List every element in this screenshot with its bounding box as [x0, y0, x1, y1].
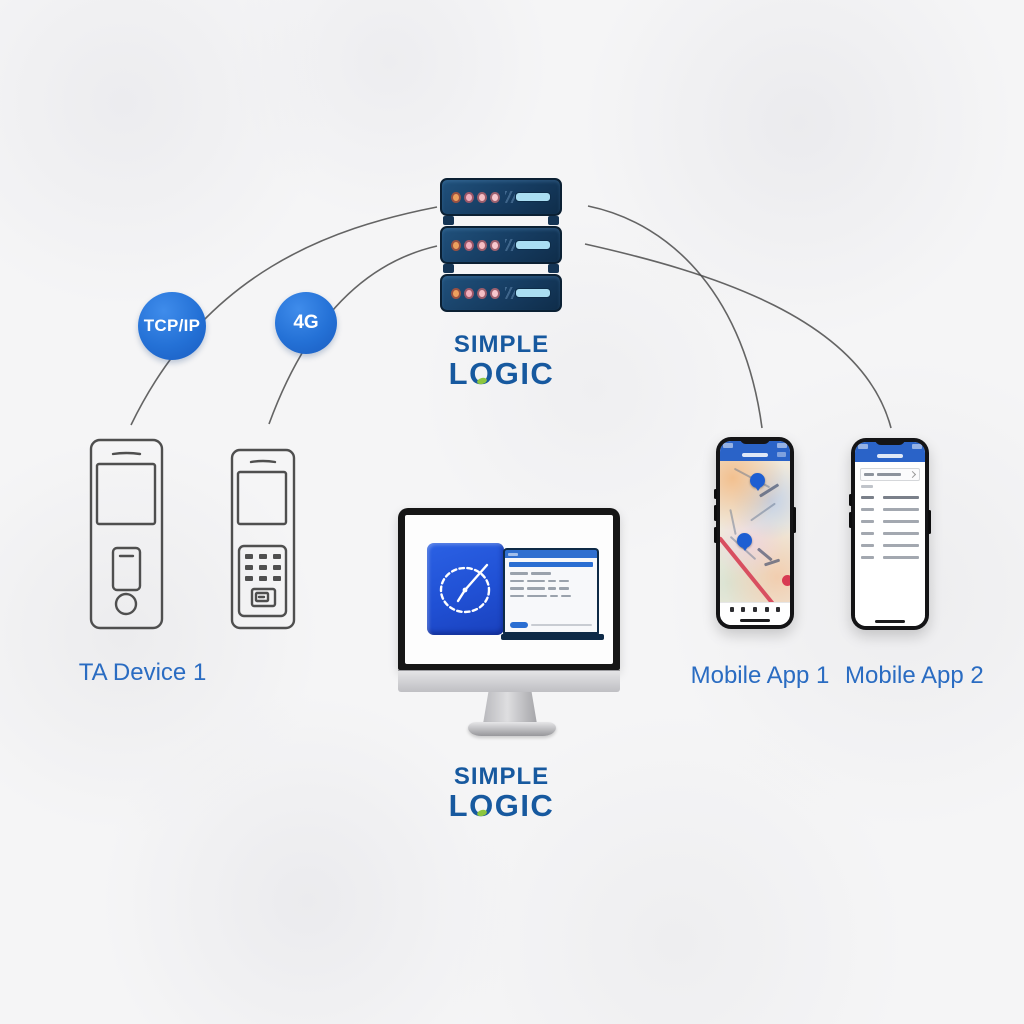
toolbar-icon: [752, 606, 757, 612]
tcpip-bubble: TCP/IP: [138, 292, 206, 360]
phone-side-button: [928, 510, 931, 534]
ta-terminal-keypad-icon: [230, 448, 296, 630]
server-led: [451, 191, 461, 203]
phone-notch: [875, 438, 905, 445]
toolbar-icon: [729, 606, 734, 612]
phone-side-button: [793, 507, 796, 533]
record-date-text: [861, 485, 873, 488]
mobile-app-1-label: Mobile App 1: [690, 662, 830, 689]
map-pin-icon: [750, 473, 765, 488]
phone1-app-header: [720, 441, 790, 461]
mobile-app-2-label: Mobile App 2: [845, 662, 984, 689]
toolbar-icon: [741, 606, 746, 612]
tcpip-label: TCP/IP: [143, 316, 201, 335]
desktop-monitor: [398, 508, 620, 670]
window-body: [505, 558, 597, 632]
phone1-screen: [720, 441, 790, 625]
simple-logic-logo: SIMPLE LOGIC: [439, 763, 564, 823]
server-stack: [440, 178, 562, 312]
phone2-app-title: [877, 454, 903, 458]
phone-side-button: [714, 527, 717, 543]
server-drive-bar: [515, 240, 551, 250]
monitor-screen: [405, 515, 613, 664]
home-indicator: [855, 616, 925, 626]
record-row: [861, 556, 919, 559]
connection-line-mobile2: [584, 243, 892, 429]
phone1-toolbar: [720, 602, 790, 615]
phone2-app-header: [855, 442, 925, 462]
monitor-chin: [398, 670, 620, 692]
4g-label: 4G: [293, 312, 319, 333]
monitor-stand-base: [468, 722, 556, 736]
server-vent-marks: [504, 191, 516, 203]
phone-notch: [740, 437, 770, 444]
record-table-header: [861, 496, 919, 499]
connection-line-tcpip: [130, 206, 438, 426]
server-led: [463, 239, 474, 251]
map-pin-red-icon: [782, 575, 790, 586]
server-rack-tab: [548, 264, 559, 273]
server-vent-marks: [504, 287, 516, 299]
server-drive-bar: [515, 288, 551, 298]
logo-line1: SIMPLE: [453, 763, 550, 790]
server-led: [463, 287, 474, 299]
mobile-phone-1: [714, 437, 796, 629]
record-filter-select: [860, 468, 920, 481]
server-unit-icon: [440, 274, 562, 312]
server-led: [476, 287, 487, 299]
logo-line1: SIMPLE: [453, 331, 550, 358]
phone-side-button: [849, 494, 852, 506]
home-indicator: [720, 615, 790, 625]
mobile-phone-2: [849, 438, 931, 630]
record-row: [861, 520, 919, 523]
toolbar-icon: [776, 606, 781, 612]
server-led: [463, 191, 474, 203]
server-led: [489, 191, 500, 203]
logo-line2: LOGIC: [448, 788, 555, 823]
clock-icon: [439, 563, 491, 614]
server-led: [489, 239, 500, 251]
server-led: [451, 239, 461, 251]
server-unit-icon: [440, 178, 562, 216]
record-row: [861, 508, 919, 511]
toolbar-icon: [764, 606, 769, 612]
server-drive-bar: [515, 192, 551, 202]
time-book-icon: [427, 543, 504, 635]
attendance-app-window: [501, 548, 604, 640]
record-row: [861, 544, 919, 547]
connection-line-4g: [268, 245, 438, 425]
phone-side-button: [714, 489, 717, 499]
server-unit-icon: [440, 226, 562, 264]
monitor-stand-neck: [483, 692, 537, 724]
map-pin-icon: [737, 533, 752, 548]
window-input-line: [531, 624, 592, 626]
ta-device-label: TA Device 1: [78, 659, 207, 686]
chevron-icon: [908, 470, 917, 479]
server-rack-tab: [443, 264, 454, 273]
server-led: [476, 191, 487, 203]
server-led: [476, 239, 487, 251]
4g-bubble: 4G: [275, 292, 337, 354]
map-view: [720, 461, 790, 611]
logo-line2: LOGIC: [448, 356, 555, 391]
phone1-app-title: [742, 453, 768, 457]
window-titlebar: [505, 550, 597, 558]
server-rack-tab: [548, 216, 559, 225]
phone2-screen: [855, 442, 925, 626]
ta-terminal-camera-icon: [89, 438, 164, 630]
server-vent-marks: [504, 239, 516, 251]
connection-line-mobile1: [587, 205, 763, 429]
record-row: [861, 532, 919, 535]
map-route-line: [720, 535, 779, 611]
window-button: [510, 622, 528, 628]
phone-side-button: [849, 512, 852, 528]
phone-side-button: [714, 505, 717, 521]
simple-logic-logo: SIMPLE LOGIC: [439, 331, 564, 391]
server-led: [451, 287, 461, 299]
window-header-band: [509, 562, 593, 567]
server-led: [489, 287, 500, 299]
server-rack-tab: [443, 216, 454, 225]
